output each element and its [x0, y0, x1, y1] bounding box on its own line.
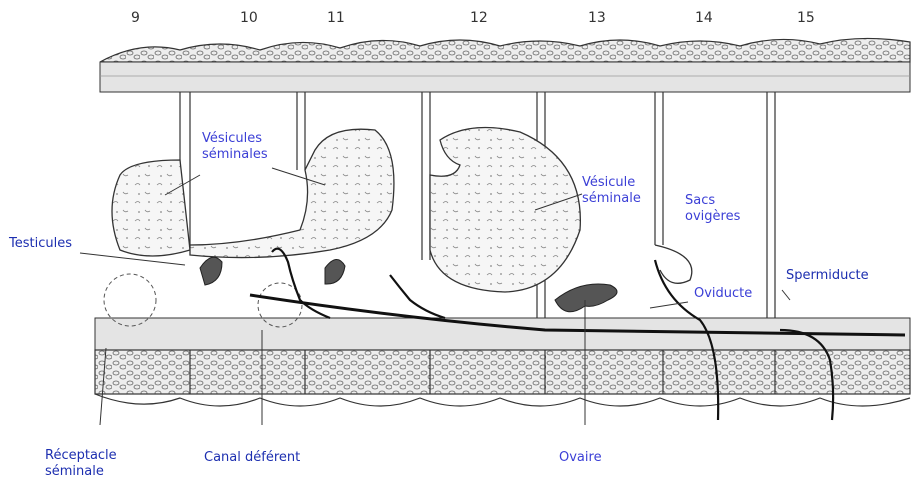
label-vesicules-seminales-line2: séminales: [202, 147, 268, 163]
segment-number-14: 14: [695, 10, 713, 26]
label-vesicules-seminales-line1: Vésicules: [202, 131, 268, 147]
label-vesicule-seminale-line1: Vésicule: [582, 175, 641, 191]
label-oviducte: Oviducte: [694, 286, 752, 302]
label-spermiducte: Spermiducte: [786, 268, 869, 284]
label-sacs-ovigeres-line1: Sacs: [685, 193, 740, 209]
segment-number-13: 13: [588, 10, 606, 26]
seminal-vesicles: [112, 128, 580, 293]
label-vesicules-seminales: Vésicules séminales: [202, 131, 268, 163]
label-vesicule-seminale: Vésicule séminale: [582, 175, 641, 207]
dorsal-wall: [100, 38, 910, 92]
segment-number-9: 9: [131, 10, 140, 26]
segment-number-12: 12: [470, 10, 488, 26]
segment-number-15: 15: [797, 10, 815, 26]
label-canal-deferent: Canal déférent: [204, 450, 300, 466]
label-vesicule-seminale-line2: séminale: [582, 191, 641, 207]
label-ovaire: Ovaire: [559, 450, 602, 466]
label-receptacle-seminale-line2: séminale: [45, 464, 117, 480]
label-testicules: Testicules: [9, 236, 72, 252]
label-receptacle-seminale-line1: Réceptacle: [45, 448, 117, 464]
label-sacs-ovigeres-line2: ovigères: [685, 209, 740, 225]
label-sacs-ovigeres: Sacs ovigères: [685, 193, 740, 225]
segment-number-11: 11: [327, 10, 345, 26]
segment-number-10: 10: [240, 10, 258, 26]
label-receptacle-seminale: Réceptacle séminale: [45, 448, 117, 480]
